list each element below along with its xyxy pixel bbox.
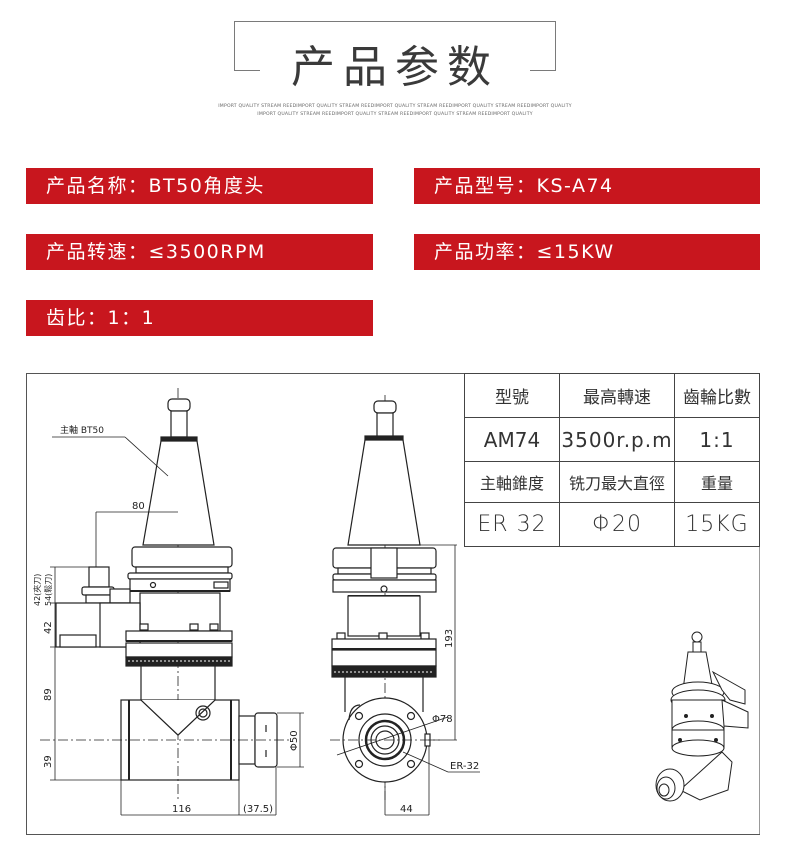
spec-gear-ratio: 齿比：1：1 (26, 300, 373, 336)
dim-193: 193 (444, 629, 455, 648)
subtitle-line-1: IMPORT QUALITY STREAM REEDIMPORT QUALITY… (218, 104, 572, 109)
subtitle-line-2: IMPORT QUALITY STREAM REEDIMPORT QUALITY… (257, 112, 533, 117)
table-cell-taper: ER 32 (464, 502, 560, 547)
table-row: AM74 3500r.p.m 1:1 (464, 417, 760, 462)
dim-116: 116 (172, 804, 191, 815)
spec-product-speed: 产品转速：≤3500RPM (26, 234, 373, 270)
dim-80: 80 (132, 501, 145, 512)
table-cell-weight-header: 重量 (674, 461, 760, 503)
dim-42-clamp: 42(夾刀) (33, 574, 42, 606)
spec-product-model: 产品型号：KS-A74 (414, 168, 760, 204)
page-title: 产品参数 (291, 42, 499, 93)
table-cell-model: AM74 (464, 417, 560, 462)
dim-37-5: (37.5) (243, 804, 273, 815)
table-row: ER 32 Φ20 15KG (464, 502, 760, 547)
callout-spindle: 主軸 BT50 (60, 424, 104, 436)
table-cell-weight: 15KG (674, 502, 760, 547)
drawing-frame (26, 373, 760, 835)
title-frame-bottom-right (530, 70, 556, 71)
dim-54-release: 54(鬆刀) (43, 574, 53, 606)
dim-44: 44 (400, 804, 413, 815)
title-frame-gap (258, 60, 532, 80)
spec-table: 型號 最高轉速 齒輪比數 AM74 3500r.p.m 1:1 主軸錐度 铣刀最… (464, 373, 760, 547)
table-cell-max-speed-header: 最高轉速 (559, 373, 675, 418)
table-cell-gear-ratio: 1:1 (674, 417, 760, 462)
table-cell-taper-header: 主軸錐度 (464, 461, 560, 503)
table-cell-model-header: 型號 (464, 373, 560, 418)
dim-39: 39 (43, 755, 54, 768)
table-row: 型號 最高轉速 齒輪比數 (464, 373, 760, 418)
table-cell-gear-ratio-header: 齒輪比數 (674, 373, 760, 418)
dim-phi50: Φ50 (289, 730, 300, 751)
table-cell-cutter-dia-header: 铣刀最大直徑 (559, 461, 675, 503)
title-frame-bottom-left (234, 70, 260, 71)
dim-89: 89 (43, 688, 54, 701)
dim-42: 42 (43, 621, 54, 634)
frame-right-edge (759, 374, 760, 834)
dim-er32: ER-32 (450, 761, 479, 772)
title-frame (234, 21, 556, 71)
table-cell-max-speed: 3500r.p.m (559, 417, 675, 462)
spec-product-power: 产品功率：≤15KW (414, 234, 760, 270)
table-cell-cutter-dia: Φ20 (559, 502, 675, 547)
dim-phi78: Φ78 (432, 714, 453, 725)
table-row: 主軸錐度 铣刀最大直徑 重量 (464, 461, 760, 503)
spec-product-name: 产品名称：BT50角度头 (26, 168, 373, 204)
